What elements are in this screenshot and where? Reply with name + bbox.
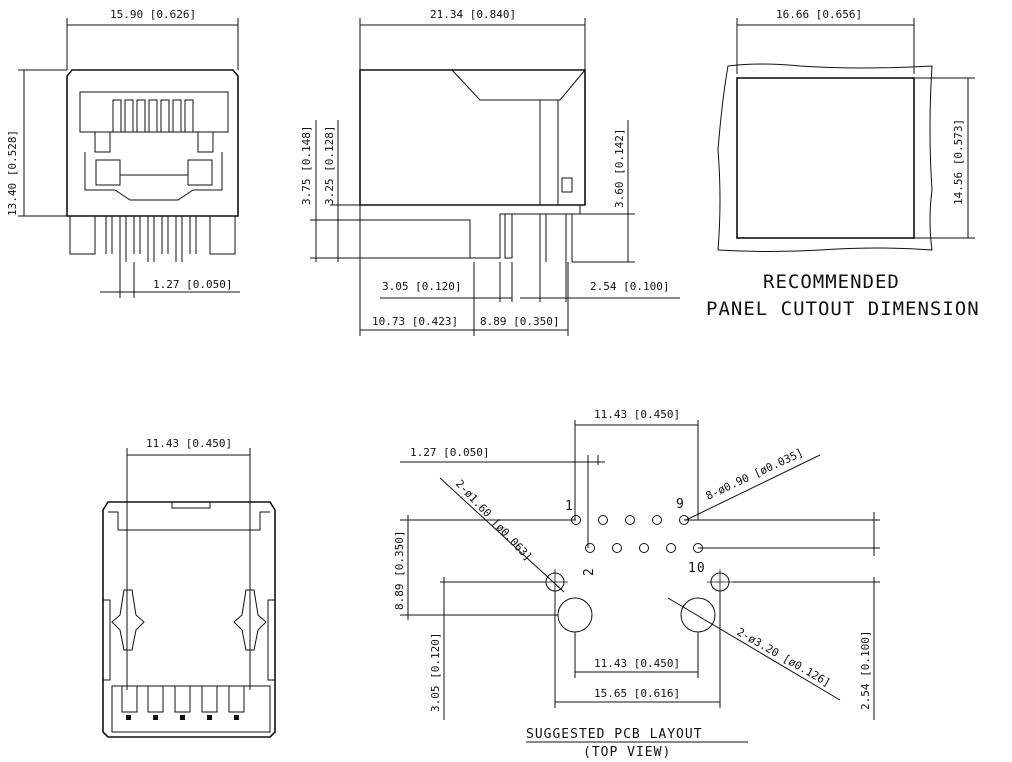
bottom-width-label: 11.43 [0.450] bbox=[146, 437, 232, 450]
pcb-outer-spacing-label: 15.65 [0.616] bbox=[594, 687, 680, 700]
side-h1-label: 3.75 [0.148] bbox=[300, 126, 313, 205]
pcb-subtitle: (TOP VIEW) bbox=[583, 745, 671, 760]
side-d2-label: 2.54 [0.100] bbox=[590, 280, 669, 293]
pcb-large-holes-label: 2-ø3.20 [ø0.126] bbox=[735, 625, 833, 689]
pcb-title: SUGGESTED PCB LAYOUT bbox=[526, 727, 703, 742]
side-h2-label: 3.25 [0.128] bbox=[323, 126, 336, 205]
side-view: 21.34 [0.840] 3.75 [0.148] 3.25 [0.128] … bbox=[300, 8, 680, 336]
pcb-vert-spacing-label: 8.89 [0.350] bbox=[393, 531, 406, 610]
side-h3-label: 3.60 [0.142] bbox=[613, 129, 626, 208]
pin-9-label: 9 bbox=[676, 497, 685, 512]
pcb-hole-spacing-label: 11.43 [0.450] bbox=[594, 657, 680, 670]
pcb-right-spacing-label: 2.54 [0.100] bbox=[859, 631, 872, 710]
front-height-label: 13.40 [0.528] bbox=[6, 130, 19, 216]
pcb-top-width-label: 11.43 [0.450] bbox=[594, 408, 680, 421]
cutout-title-line2: PANEL CUTOUT DIMENSION bbox=[706, 298, 980, 320]
front-pitch-label: 1.27 [0.050] bbox=[153, 278, 232, 291]
bottom-view: 11.43 [0.450] bbox=[102, 437, 276, 738]
pin-holes bbox=[571, 515, 703, 553]
pcb-layout: 11.43 [0.450] 1.27 [0.050] 1 2 9 10 8-ø0… bbox=[393, 408, 880, 760]
front-view: 15.90 [0.626] 13.40 [0.528] bbox=[6, 8, 240, 298]
pcb-pin-holes-label: 8-ø0.90 [ø0.035] bbox=[704, 446, 806, 503]
side-d4-label: 8.89 [0.350] bbox=[480, 315, 559, 328]
pin-2-label: 2 bbox=[582, 567, 597, 576]
pin-10-label: 10 bbox=[688, 561, 706, 576]
side-d3-label: 10.73 [0.423] bbox=[372, 315, 458, 328]
cutout-title-line1: RECOMMENDED bbox=[763, 271, 900, 293]
side-d1-label: 3.05 [0.120] bbox=[382, 280, 461, 293]
side-length-label: 21.34 [0.840] bbox=[430, 8, 516, 21]
cutout-width-label: 16.66 [0.656] bbox=[776, 8, 862, 21]
front-width-label: 15.90 [0.626] bbox=[110, 8, 196, 21]
pin-1-label: 1 bbox=[565, 499, 574, 514]
panel-cutout: 16.66 [0.656] 14.56 [0.573] RECOMMENDED … bbox=[706, 8, 980, 320]
pcb-offset-label: 3.05 [0.120] bbox=[429, 633, 442, 712]
pcb-pitch-label: 1.27 [0.050] bbox=[410, 446, 489, 459]
cutout-height-label: 14.56 [0.573] bbox=[952, 119, 965, 205]
